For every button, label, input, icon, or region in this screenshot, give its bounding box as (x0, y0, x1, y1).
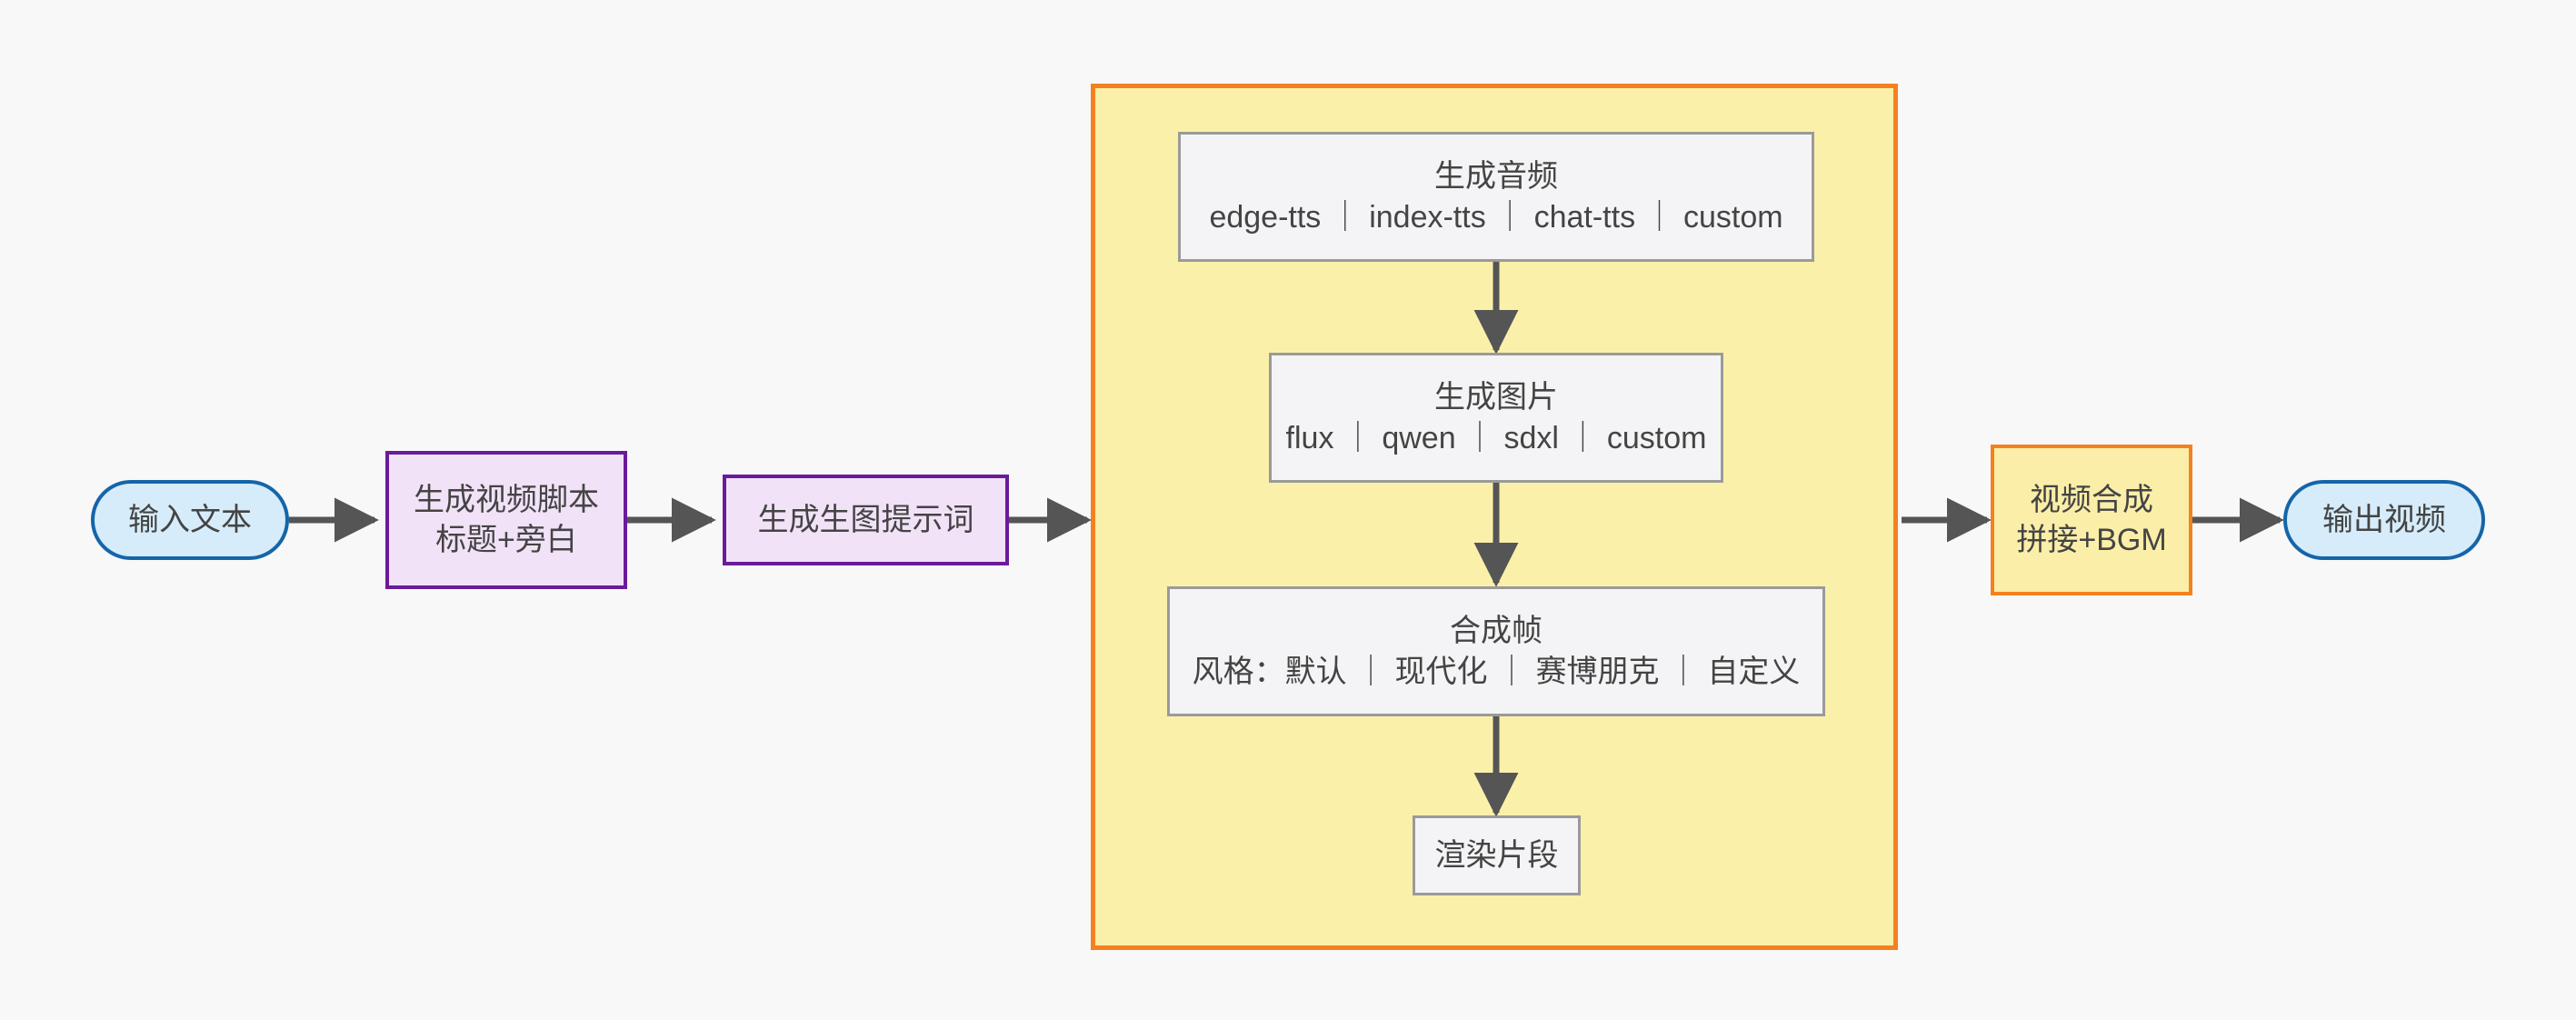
node-gen-audio-options: edge-tts ｜ index-tts ｜ chat-tts ｜ custom (1209, 199, 1783, 235)
node-render-clip[interactable]: 渲染片段 (1413, 815, 1581, 895)
node-render-clip-label: 渲染片段 (1434, 837, 1559, 873)
node-gen-image-options: flux ｜ qwen ｜ sdxl ｜ custom (1285, 420, 1707, 455)
node-video-merge-line-2: 拼接+BGM (2016, 523, 2167, 557)
node-video-merge-line-1: 视频合成 (2030, 482, 2153, 517)
node-input-text-label: 输入文本 (128, 502, 252, 537)
node-gen-script-line-2: 标题+旁白 (435, 523, 577, 557)
node-gen-prompt-label: 生成生图提示词 (757, 502, 974, 537)
node-gen-prompt[interactable]: 生成生图提示词 (723, 475, 1009, 565)
node-compose-frame[interactable]: 合成帧 风格：默认 ｜ 现代化 ｜ 赛博朋克 ｜ 自定义 (1167, 586, 1825, 716)
node-gen-image[interactable]: 生成图片 flux ｜ qwen ｜ sdxl ｜ custom (1269, 353, 1723, 483)
node-compose-frame-title: 合成帧 (1450, 614, 1543, 649)
node-gen-script[interactable]: 生成视频脚本 标题+旁白 (385, 451, 627, 589)
node-output-video-label: 输出视频 (2322, 502, 2446, 537)
node-output-video[interactable]: 输出视频 (2283, 480, 2485, 560)
node-video-merge[interactable]: 视频合成 拼接+BGM (1991, 445, 2192, 595)
node-input-text[interactable]: 输入文本 (91, 480, 289, 560)
node-compose-frame-options: 风格：默认 ｜ 现代化 ｜ 赛博朋克 ｜ 自定义 (1192, 654, 1801, 689)
node-gen-script-line-1: 生成视频脚本 (414, 482, 599, 517)
node-gen-image-title: 生成图片 (1434, 380, 1558, 415)
node-gen-audio-title: 生成音频 (1434, 159, 1558, 195)
node-gen-audio[interactable]: 生成音频 edge-tts ｜ index-tts ｜ chat-tts ｜ c… (1178, 132, 1814, 262)
